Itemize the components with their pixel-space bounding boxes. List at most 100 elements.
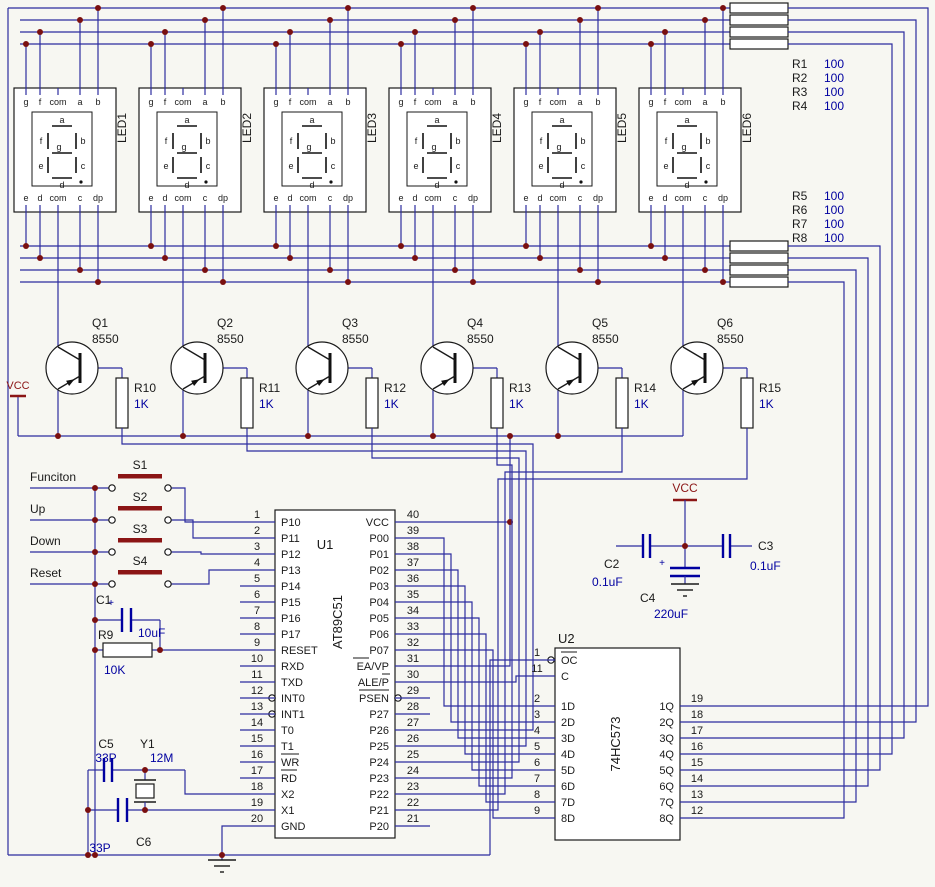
data-bus-wire	[430, 633, 520, 803]
vcc-label: VCC	[6, 380, 29, 392]
junction-dot	[345, 279, 351, 285]
u1-pin-name: P14	[281, 581, 301, 593]
u2-pin-name: C	[561, 671, 569, 683]
base-drive-wire	[430, 428, 623, 795]
button-actuator[interactable]	[118, 506, 162, 511]
u1-pin-number: 19	[251, 797, 263, 809]
u1-pin-number: 30	[407, 669, 419, 681]
q3-value: 8550	[342, 332, 369, 346]
c1-ref: C1	[96, 593, 112, 607]
bus-wires	[7, 7, 730, 856]
u1-pin-number: 4	[254, 557, 260, 569]
u1-pin-name: P03	[369, 581, 389, 593]
seven-segment-display-1	[13, 87, 117, 213]
transistor-q1	[44, 340, 130, 438]
latch-output-wire	[715, 269, 857, 803]
u1-pin-number: 20	[251, 813, 263, 825]
led-label-3: LED3	[365, 113, 379, 143]
seven-segment-display-3	[263, 87, 367, 213]
resistor-r1-body	[729, 2, 789, 14]
u2-body	[554, 647, 681, 841]
u1-pin-number: 15	[251, 733, 263, 745]
r8-ref: R8	[792, 231, 808, 245]
latch-output-wire	[715, 245, 881, 771]
u2-pin-name: 5Q	[659, 765, 674, 777]
u1-pin-number: 18	[251, 781, 263, 793]
u2-pin-number: 16	[691, 741, 703, 753]
u2-ref: U2	[558, 631, 575, 646]
data-bus-wire	[430, 649, 520, 819]
c4-value: 220uF	[654, 607, 688, 621]
data-bus-wire	[430, 601, 520, 771]
u1-pin-name: P00	[369, 533, 389, 545]
u2-part-number: 74HC573	[608, 717, 623, 772]
u1-pin-number: 25	[407, 749, 419, 761]
r1-value: 100	[824, 57, 844, 71]
u2-pin-name: 3D	[561, 733, 575, 745]
resistor-r4-body	[729, 38, 789, 50]
r4-ref: R4	[792, 99, 808, 113]
junction-dot	[398, 41, 404, 47]
u2-pin-name: OC	[561, 655, 578, 667]
u1-pin-name: T1	[281, 741, 294, 753]
ic-u1: U1 AT89C51	[208, 509, 402, 873]
u1-pin-name: P12	[281, 549, 301, 561]
junction-dot	[452, 267, 458, 273]
u1-pin-name: P15	[281, 597, 301, 609]
button-action-label: Funciton	[30, 470, 76, 484]
u2-pin-name: 1Q	[659, 701, 674, 713]
ic-u2: U2 74HC573	[430, 631, 681, 855]
q6-ref: Q6	[717, 316, 733, 330]
u1-pin-number: 22	[407, 797, 419, 809]
u2-pin-number: 7	[534, 773, 540, 785]
junction-dot	[345, 5, 351, 11]
r14-ref: R14	[634, 381, 656, 395]
u1-pin-name: P24	[369, 757, 389, 769]
junction-dot	[720, 5, 726, 11]
r3-value: 100	[824, 85, 844, 99]
u1-pin-number: 24	[407, 765, 419, 777]
resistor-r2-body	[729, 14, 789, 26]
latch-output-wire	[715, 19, 917, 723]
u2-pin-number: 18	[691, 709, 703, 721]
button-actuator[interactable]	[118, 538, 162, 543]
junction-dot	[595, 5, 601, 11]
u1-pin-number: 2	[254, 525, 260, 537]
button-actuator[interactable]	[118, 474, 162, 479]
c1-value: 10uF	[138, 626, 165, 640]
u2-pin-number: 14	[691, 773, 703, 785]
u1-pin-number: 7	[254, 605, 260, 617]
led-label-6: LED6	[740, 113, 754, 143]
r9-ref: R9	[98, 628, 114, 642]
button-actuator[interactable]	[118, 570, 162, 575]
r1-ref: R1	[792, 57, 808, 71]
junction-dot	[398, 243, 404, 249]
button-action-label: Up	[30, 502, 46, 516]
c1-polarity: +	[108, 598, 114, 609]
u2-pin-number: 6	[534, 757, 540, 769]
u1-pin-name: P07	[369, 645, 389, 657]
base-drive-wire	[371, 428, 520, 763]
u2-pin-name: 6Q	[659, 781, 674, 793]
u1-pin-number: 23	[407, 781, 419, 793]
data-bus-wire	[430, 537, 520, 707]
u1-pin-number: 31	[407, 653, 419, 665]
u2-pin-name: 1D	[561, 701, 575, 713]
r14-value: 1K	[634, 397, 649, 411]
r6-value: 100	[824, 203, 844, 217]
latch-output-wire	[715, 281, 845, 819]
r10-ref: R10	[134, 381, 156, 395]
junction-dot	[273, 243, 279, 249]
data-bus-wire	[430, 569, 520, 739]
latch-output-wire	[715, 257, 869, 787]
u1-pin-number: 6	[254, 589, 260, 601]
r6-ref: R6	[792, 203, 808, 217]
u1-pin-name: P10	[281, 517, 301, 529]
button-right-wire	[168, 569, 240, 585]
capacitor-c1: + C1 10uF	[95, 593, 165, 650]
transistor-q6	[669, 340, 755, 438]
junction-dot	[555, 433, 561, 439]
base-drive-wire	[246, 428, 527, 747]
junction-dot	[702, 267, 708, 273]
u1-pin-number: 32	[407, 637, 419, 649]
